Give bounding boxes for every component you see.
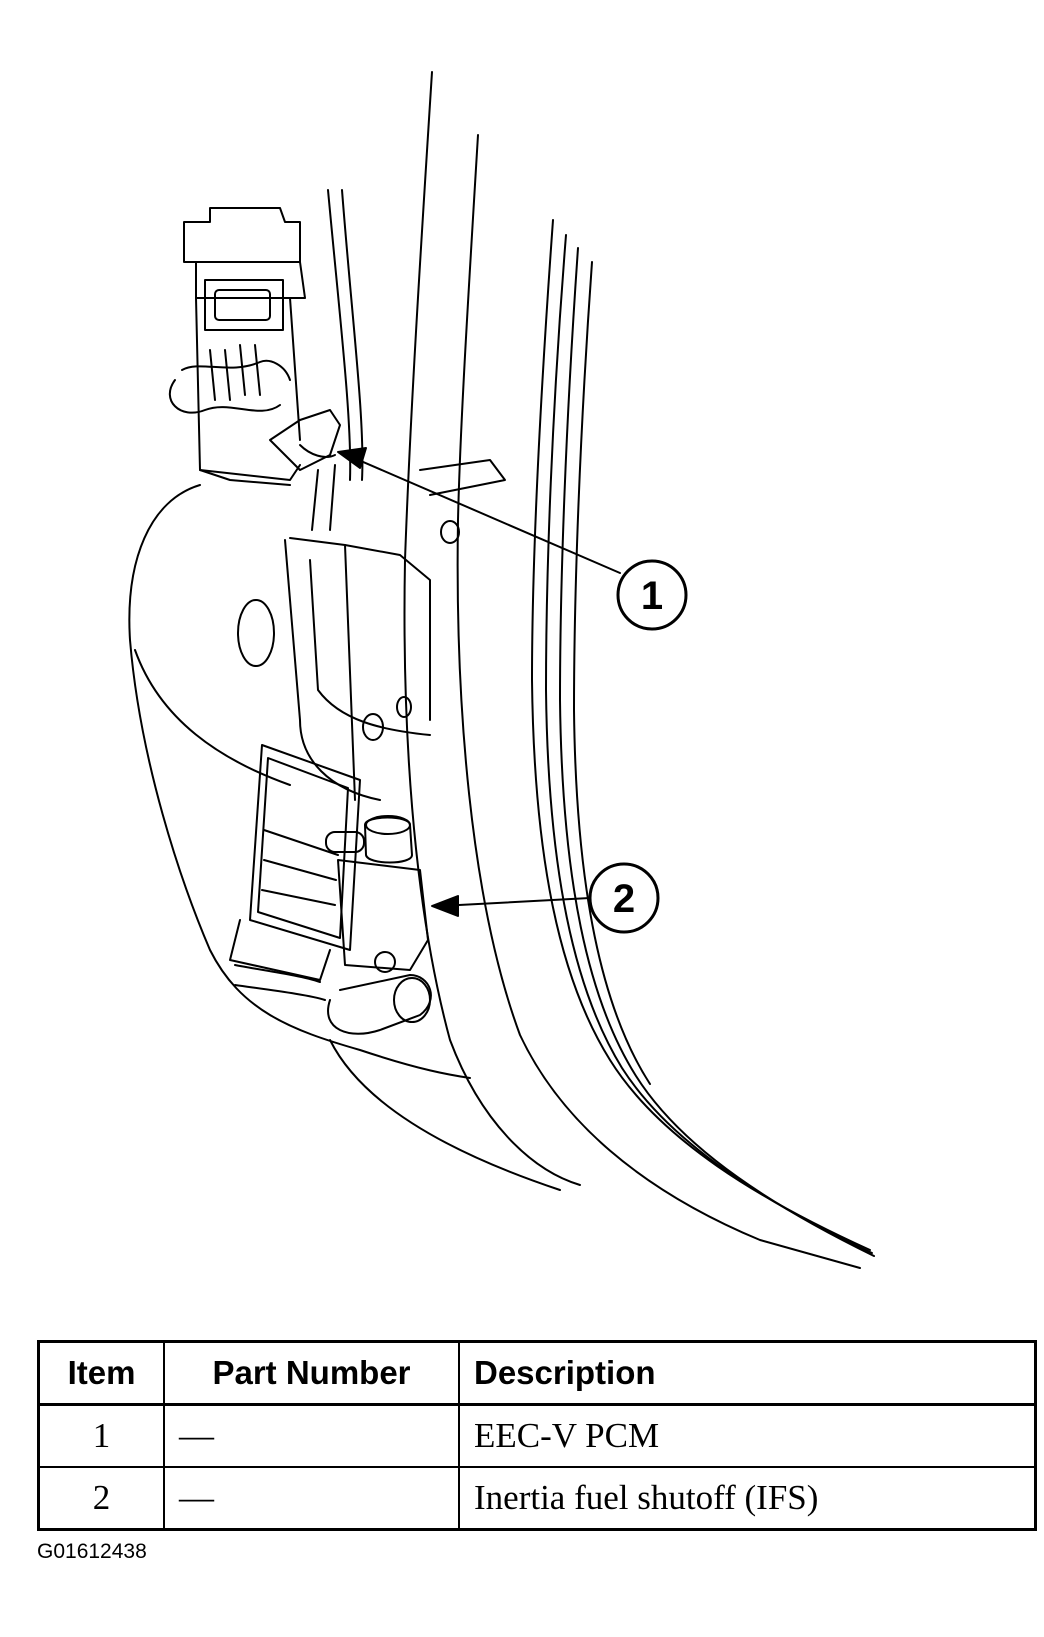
row-description: EEC-V PCM: [458, 1403, 1037, 1468]
door-pillar-lines: [327, 71, 875, 1269]
callout-2: 2: [431, 862, 660, 934]
access-holes: [237, 520, 460, 741]
component-location-illustration: 1 2: [128, 71, 875, 1269]
header-item: Item: [37, 1340, 165, 1406]
callout-1-arrowhead: [337, 447, 367, 469]
table-header-row: Item Part Number Description: [37, 1340, 1037, 1406]
kick-panel-outline: [128, 484, 561, 1191]
figure-id: G01612438: [37, 1540, 147, 1563]
callout-2-arrowhead: [431, 895, 459, 917]
callout-1: 1: [337, 447, 688, 631]
ifs-switch-drawing: [229, 744, 432, 1035]
header-description: Description: [458, 1340, 1037, 1406]
row-part-number: —: [163, 1403, 460, 1468]
table-row: 1 — EEC-V PCM: [37, 1403, 1037, 1468]
row-description: Inertia fuel shutoff (IFS): [458, 1466, 1037, 1531]
table-row: 2 — Inertia fuel shutoff (IFS): [37, 1466, 1037, 1531]
parts-table: Item Part Number Description 1 — EEC-V P…: [37, 1340, 1037, 1531]
row-item: 1: [37, 1403, 165, 1468]
header-part-number: Part Number: [163, 1340, 460, 1406]
callout-2-number: 2: [613, 877, 635, 921]
row-item: 2: [37, 1466, 165, 1531]
callout-1-number: 1: [641, 574, 663, 618]
row-part-number: —: [163, 1466, 460, 1531]
pcm-module-drawing: [168, 207, 341, 531]
